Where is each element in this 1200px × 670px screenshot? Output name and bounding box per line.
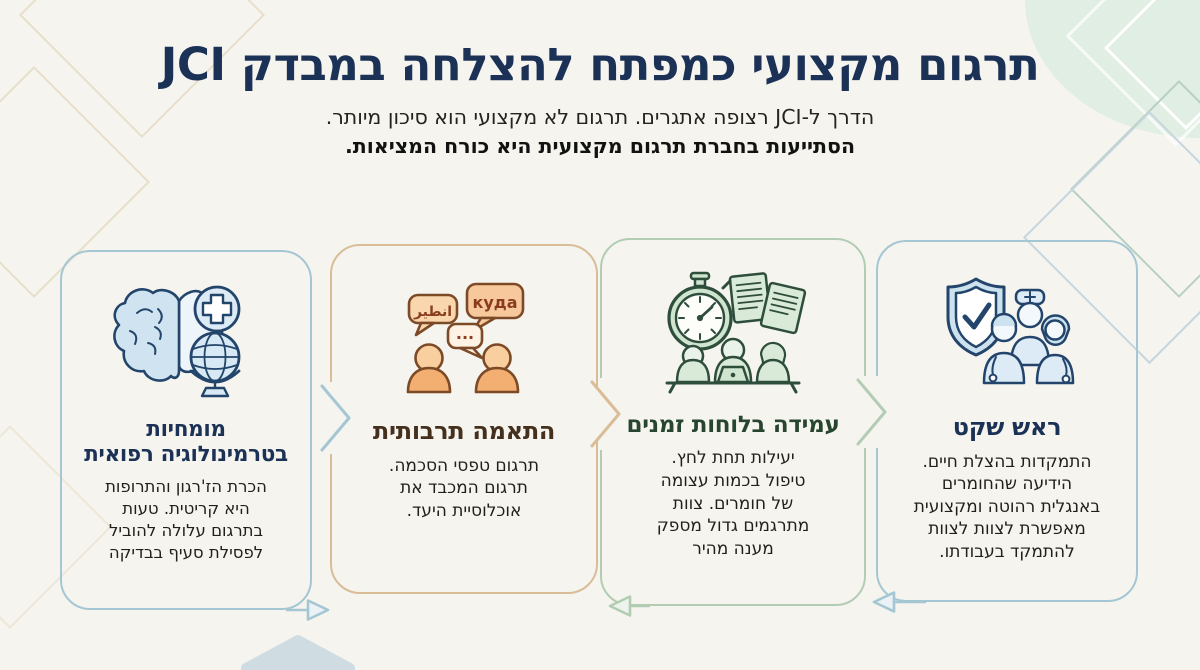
- speech-bubbles-people-icon: куда انطير ...: [406, 282, 525, 394]
- card-title: ראש שקט: [952, 413, 1062, 441]
- subtitle-emphasis: הסתייעות בחברת תרגום מקצועית היא כורח המ…: [344, 134, 856, 158]
- card-cultural-fit: куда انطير ... התאמה תרבותית תרגום טפסי …: [330, 244, 598, 594]
- bubble-text-arabic: انطير: [413, 304, 452, 320]
- card-title: עמידה בלוחות זמנים: [626, 412, 840, 438]
- card-icon-wrap: [932, 264, 1082, 404]
- card-body: יעילות תחת לחץ. טיפול בכמות עצומה של חומ…: [656, 448, 810, 559]
- card-quiet-mind: ראש שקט התמקדות בהצלת חיים. הידיעה שהחומ…: [876, 240, 1138, 602]
- mountain-shape: [241, 635, 355, 670]
- card-title: התאמה תרבותית: [372, 417, 556, 445]
- card-title: מומחיות בטרמינולוגיה רפואית: [84, 417, 288, 467]
- stopwatch-documents-translators-icon: [665, 271, 807, 394]
- bubble-text-dots: ...: [456, 324, 474, 343]
- card-icon-wrap: [111, 274, 261, 414]
- card-medical-terminology: מומחיות בטרמינולוגיה רפואית הכרת הז'רגון…: [60, 250, 312, 610]
- header: תרגום מקצועי כמפתח להצלחה במבדק JCI הדרך…: [0, 38, 1200, 158]
- shield-check-medical-team-icon: [946, 277, 1075, 385]
- brain-globe-medical-icon: [113, 285, 241, 398]
- card-body: הכרת הז'רגון והתרופות היא קריטית. טעות ב…: [105, 477, 267, 563]
- bubble-text-cyrillic: куда: [472, 293, 517, 312]
- card-icon-wrap: куда انطير ...: [389, 268, 539, 408]
- card-body: התמקדות בהצלת חיים. הידיעה שהחומרים באנג…: [913, 451, 1101, 563]
- subtitle: הדרך ל-JCI רצופה אתגרים. תרגום לא מקצועי…: [325, 105, 875, 129]
- card-icon-wrap: [653, 262, 813, 402]
- page-title: תרגום מקצועי כמפתח להצלחה במבדק JCI: [160, 38, 1040, 91]
- card-body: תרגום טפסי הסכמה. תרגום המכבד את אוכלוסי…: [388, 455, 540, 521]
- card-deadlines: עמידה בלוחות זמנים יעילות תחת לחץ. טיפול…: [600, 238, 866, 606]
